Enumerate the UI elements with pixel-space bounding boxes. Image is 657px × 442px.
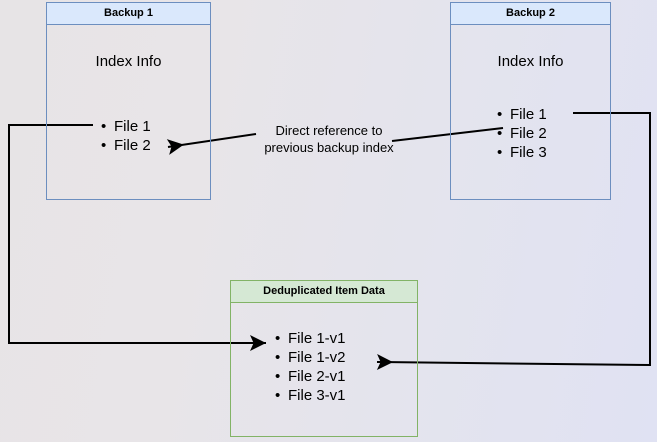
backup-2-file-list: File 1 File 2 File 3: [497, 105, 547, 162]
backup-1-file-list: File 1 File 2: [101, 117, 151, 155]
node-backup-2-body: Index Info File 1 File 2 File 3: [451, 25, 610, 199]
node-deduplicated-item-data[interactable]: Deduplicated Item Data File 1-v1 File 1-…: [230, 280, 418, 437]
annotation-direct-reference: Direct reference to previous backup inde…: [246, 122, 412, 156]
list-item: File 3: [497, 143, 547, 162]
backup-2-index-info-label: Index Info: [497, 53, 564, 70]
list-item: File 1: [497, 105, 547, 124]
node-backup-2[interactable]: Backup 2 Index Info File 1 File 2 File 3: [450, 2, 611, 200]
list-item: File 2: [101, 136, 151, 155]
backup-1-index-info-label: Index Info: [95, 53, 162, 70]
node-dedup-body: File 1-v1 File 1-v2 File 2-v1 File 3-v1: [231, 303, 417, 436]
list-item: File 2: [497, 124, 547, 143]
list-item: File 1-v2: [275, 348, 346, 367]
annotation-direct-reference-line-1: Direct reference to: [275, 123, 383, 138]
node-dedup-header: Deduplicated Item Data: [231, 281, 417, 303]
list-item: File 1: [101, 117, 151, 136]
dedup-file-list: File 1-v1 File 1-v2 File 2-v1 File 3-v1: [275, 329, 346, 405]
annotation-direct-reference-line-2: previous backup index: [264, 140, 394, 155]
list-item: File 3-v1: [275, 386, 346, 405]
node-backup-1-header: Backup 1: [47, 3, 210, 25]
node-backup-1[interactable]: Backup 1 Index Info File 1 File 2: [46, 2, 211, 200]
node-backup-2-header: Backup 2: [451, 3, 610, 25]
list-item: File 2-v1: [275, 367, 346, 386]
list-item: File 1-v1: [275, 329, 346, 348]
node-backup-1-body: Index Info File 1 File 2: [47, 25, 210, 199]
